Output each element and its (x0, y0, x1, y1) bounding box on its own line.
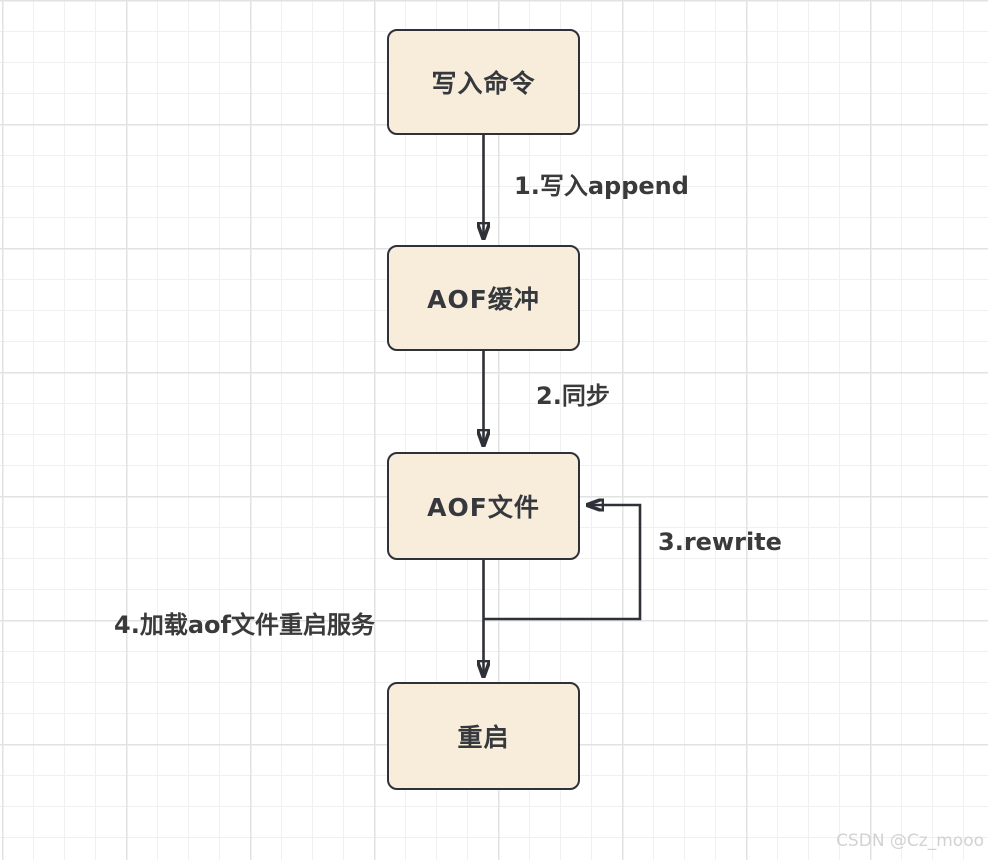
edge-label-step3: 3.rewrite (658, 528, 782, 556)
node-label: AOF缓冲 (427, 285, 540, 314)
edge-label-step2: 2.同步 (536, 382, 610, 410)
edge-label-step1: 1.写入append (514, 172, 689, 200)
node-label: AOF文件 (427, 493, 540, 522)
node-restart: 重启 (387, 682, 580, 790)
edge-label-step4: 4.加载aof文件重启服务 (114, 611, 375, 639)
node-label: 重启 (457, 723, 510, 752)
node-aof-file: AOF文件 (387, 452, 580, 560)
node-aof-buffer: AOF缓冲 (387, 245, 580, 351)
node-label: 写入命令 (431, 69, 536, 98)
csdn-watermark: CSDN @Cz_mooo (836, 831, 984, 851)
node-write-command: 写入命令 (387, 29, 580, 135)
